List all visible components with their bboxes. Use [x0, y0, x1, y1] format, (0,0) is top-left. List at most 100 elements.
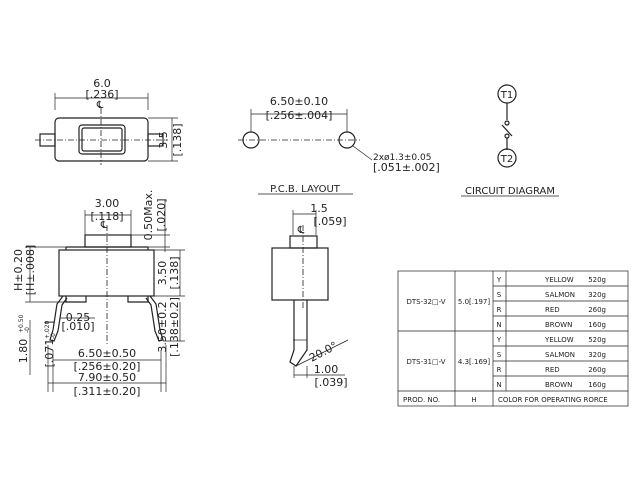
- g1r4-code: N: [496, 321, 501, 329]
- pcb-layout-view: P.C.B. LAYOUT 1.5 [.059] ℄ 20.0° 1.00 [.…: [258, 184, 353, 389]
- top-view: 6.0 [.236] ℄ 3.5 [.138]: [35, 77, 184, 165]
- footh-in-label-group: [.071 +.020 -0 ]: [43, 320, 57, 367]
- hole-spec-in-label: [.051±.002]: [373, 161, 440, 174]
- switch-blade: [501, 124, 513, 137]
- lead-left: [49, 295, 68, 342]
- side-pitch-label: 6.50±0.50: [78, 347, 136, 360]
- totalh-label: H±0.20: [12, 249, 25, 291]
- top-width-in-label: [.118]: [90, 210, 123, 223]
- g2r4-force: 160g: [588, 381, 606, 389]
- pcb-dim1-in-label: [.059]: [313, 215, 346, 228]
- base-step-left: [65, 296, 87, 303]
- circuit-diagram: T1 T2 CIRCUIT DIAGRAM: [461, 84, 559, 197]
- footh-in-tol-dn: -0: [50, 333, 57, 339]
- spec-table: DTS-32□-V 5.0[.197] DTS-31□-V 4.3[.169] …: [397, 270, 629, 407]
- top-width-label: 3.00: [95, 197, 120, 210]
- footh-in-label: [.071: [43, 339, 56, 368]
- footer-h: H: [471, 396, 476, 404]
- g2r3-force: 260g: [588, 366, 606, 374]
- group2-h: 4.3[.169]: [458, 358, 490, 366]
- footh-in-end: ]: [43, 321, 56, 325]
- g1r4-force: 160g: [588, 321, 606, 329]
- g2r1-force: 520g: [588, 336, 606, 344]
- pcb-dim2-in-label: [.039]: [314, 376, 347, 389]
- max-label: 0.50Max.: [142, 190, 155, 241]
- span-in-label: [.311±0.20]: [74, 385, 141, 398]
- side-view: 3.00 [.118] ℄ 0.50Max. [.020] 3.50 [.138…: [12, 190, 185, 398]
- height-mm-label: 3.5: [157, 131, 170, 149]
- base-step-right: [127, 296, 149, 303]
- circuit-title: CIRCUIT DIAGRAM: [465, 186, 555, 197]
- t1-label: T1: [500, 90, 513, 101]
- g1r2-color: SALMON: [545, 291, 575, 299]
- center-mark: ℄: [96, 100, 104, 111]
- bodyh-label: 3.50: [156, 261, 169, 286]
- pcb-body: [271, 247, 329, 301]
- g1r3-force: 260g: [588, 306, 606, 314]
- hole-leader: [352, 145, 373, 161]
- g2r4-code: N: [496, 381, 501, 389]
- group1-prod: DTS-32□-V: [406, 298, 445, 306]
- hole-spec-label: 2xø1.3±0.05: [373, 153, 431, 163]
- g2r2-code: S: [497, 351, 502, 359]
- pcb-center-mark: ℄: [297, 225, 305, 236]
- max-in-label: [.020]: [155, 198, 168, 231]
- hole-layout: 6.50±0.10 [.256±.004] 2xø1.3±0.05 [.051±…: [238, 95, 440, 174]
- leadt-label: 0.25: [66, 311, 91, 324]
- side-pitch-in-label: [.256±0.20]: [74, 360, 141, 373]
- g1r4-color: BROWN: [545, 321, 572, 329]
- pcb-angle-label: 20.0°: [307, 339, 340, 365]
- actuator-inner: [81, 127, 123, 152]
- angle-leader: [295, 339, 349, 367]
- terminal-t2: [497, 148, 517, 168]
- pcb-lead: [289, 300, 308, 367]
- side-body: [58, 249, 155, 297]
- height-in-label: [.138]: [171, 123, 184, 156]
- g2r4-color: BROWN: [545, 381, 572, 389]
- g1r3-code: R: [497, 306, 502, 314]
- g1r1-force: 520g: [588, 276, 606, 284]
- t2-label: T2: [500, 154, 513, 165]
- pcb-dim2-label: 1.00: [314, 363, 339, 376]
- g2r2-force: 320g: [588, 351, 606, 359]
- actuator-outer: [78, 124, 126, 155]
- contact-bottom: [504, 133, 510, 139]
- side-actuator: [84, 234, 132, 248]
- footer-color-force: COLOR FOR OPERATING RORCE: [498, 396, 608, 404]
- g1r2-force: 320g: [588, 291, 606, 299]
- side-center-mark: ℄: [100, 220, 108, 231]
- width-in-label: [.236]: [85, 88, 118, 101]
- g2r1-color: YELLOW: [544, 336, 574, 344]
- footer-prod-no: PROD. NO.: [403, 396, 440, 404]
- width-mm-label: 6.0: [93, 77, 111, 90]
- pcb-dim1-label: 1.5: [310, 202, 328, 215]
- pitch-label: 6.50±0.10: [270, 95, 328, 108]
- footh-label: 1.80: [17, 339, 30, 364]
- leadh-label: 3.50±0.2: [156, 301, 169, 352]
- totalh-in-label: [H±.008]: [24, 245, 37, 296]
- footh-tol-dn: -0: [24, 327, 31, 333]
- table-border: [397, 270, 629, 407]
- span-label: 7.90±0.50: [78, 371, 136, 384]
- footh-tol-up: +0.50: [18, 314, 25, 333]
- g2r2-color: SALMON: [545, 351, 575, 359]
- g1r1-code: Y: [496, 276, 502, 284]
- contact-top: [504, 120, 510, 126]
- footh-in-tol-up: +.020: [44, 320, 51, 339]
- g1r2-code: S: [497, 291, 502, 299]
- g2r3-code: R: [497, 366, 502, 374]
- pcb-title: P.C.B. LAYOUT: [270, 184, 341, 195]
- group2-prod: DTS-31□-V: [406, 358, 445, 366]
- lead-right: [145, 295, 164, 342]
- bodyh-in-label: [.138]: [168, 256, 181, 289]
- g1r1-color: YELLOW: [544, 276, 574, 284]
- g1r3-color: RED: [545, 306, 560, 314]
- g2r1-code: Y: [496, 336, 502, 344]
- pcb-actuator: [289, 235, 318, 249]
- footh-label-group: 1.80 +0.50 -0: [17, 314, 31, 363]
- group1-h: 5.0[.197]: [458, 298, 490, 306]
- leadh-in-label: [.138±0.2]: [168, 297, 181, 357]
- leadt-in-label: [.010]: [61, 320, 94, 333]
